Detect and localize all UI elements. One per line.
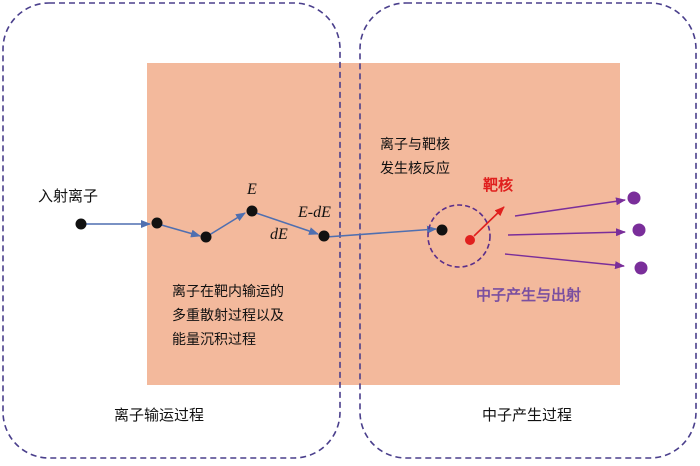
neutron-arrow-1: [514, 197, 626, 217]
transport-description: 离子在靶内输运的 多重散射过程以及 能量沉积过程: [172, 280, 284, 352]
neutron-arrow-3: [504, 253, 625, 270]
incident-ion-label: 入射离子: [38, 187, 99, 205]
transport-desc-line-2: 多重散射过程以及: [172, 308, 284, 324]
neutron-dot-2: [632, 223, 646, 237]
transport-desc-line-1: 离子在靶内输运的: [172, 284, 284, 300]
target-nucleus-label: 靶核: [483, 176, 514, 194]
neutron-production-region: [359, 2, 697, 459]
ion-dot-incident: [75, 218, 87, 230]
reaction-line-2: 发生核反应: [380, 161, 450, 177]
neutron-emission-label: 中子产生与出射: [476, 286, 582, 304]
ion-path-arrow-4: [252, 211, 319, 235]
energy-loss-label: dE: [270, 226, 288, 243]
ion-transport-title: 离子输运过程: [114, 406, 205, 424]
reaction-line-1: 离子与靶核: [380, 137, 450, 153]
ion-dot-scatter-3: [246, 205, 258, 217]
ion-transport-region: [2, 2, 341, 459]
reaction-circle: [427, 204, 491, 268]
neutron-dot-3: [634, 261, 648, 275]
ion-path-arrow-3: [205, 212, 246, 238]
ion-path-arrow-5: [325, 225, 437, 238]
ion-dot-scatter-2: [200, 231, 212, 243]
ion-dot-reaction: [436, 224, 448, 236]
ion-path-arrow-2: [157, 223, 201, 238]
reaction-description: 离子与靶核 发生核反应: [380, 133, 450, 181]
transport-desc-line-3: 能量沉积过程: [172, 332, 256, 348]
neutron-dot-1: [627, 191, 641, 205]
energy-remaining-label: E-dE: [298, 204, 331, 221]
ion-dot-scatter-1: [151, 217, 163, 229]
ion-dot-scatter-4: [318, 230, 330, 242]
neutron-arrow-2: [507, 228, 626, 237]
energy-e-label: E: [247, 181, 257, 198]
target-nucleus-arrow: [473, 206, 505, 237]
target-nucleus-dot: [465, 235, 475, 245]
neutron-production-title: 中子产生过程: [482, 406, 573, 424]
